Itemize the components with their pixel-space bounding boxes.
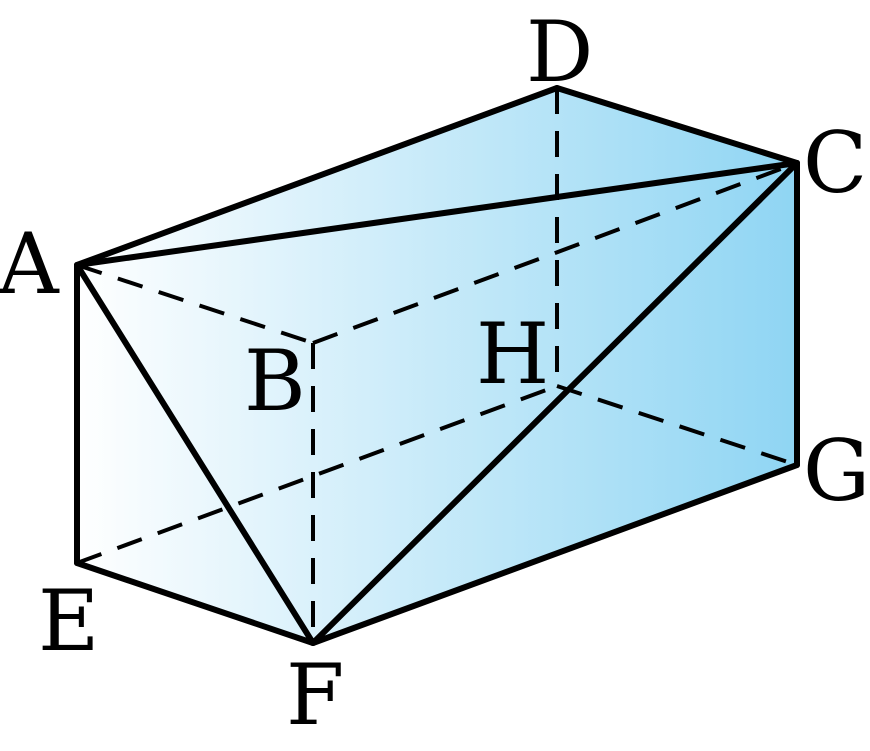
edge-A-C: [74, 160, 800, 268]
vertex-label-H: H: [476, 305, 549, 403]
hidden-edges: [76, 88, 798, 643]
vertex-label-C: C: [803, 114, 867, 212]
vertex-label-G: G: [803, 422, 870, 520]
edge-F-G: [310, 462, 800, 646]
vertex-label-B: B: [244, 332, 306, 430]
vertex-label-A: A: [0, 215, 60, 313]
edge-A-F: [74, 262, 316, 646]
vertex-label-F: F: [286, 646, 344, 744]
vertex-label-D: D: [526, 3, 593, 101]
edge-F-C: [310, 160, 800, 646]
edge-B-C: [312, 161, 798, 345]
edge-D-C: [554, 85, 800, 166]
cuboid-body: [77, 88, 797, 643]
edge-E-F: [74, 560, 316, 646]
visible-edges: [74, 85, 800, 646]
vertex-label-E: E: [38, 572, 99, 670]
vertex-labels: A B C D E F G H: [0, 3, 870, 744]
edge-A-D: [74, 85, 560, 268]
